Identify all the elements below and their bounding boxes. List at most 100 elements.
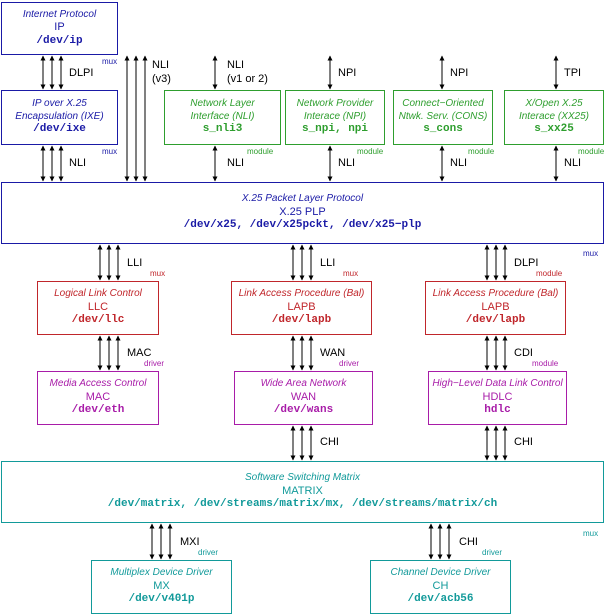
ch-name: CH — [432, 579, 449, 592]
nli-title-1: Network Layer — [190, 98, 255, 110]
npi-title-2: Interace (NPI) — [303, 110, 367, 122]
ixe-box: IP over X.25 Encapsulation (IXE) /dev/ix… — [1, 90, 118, 145]
tag-mux-x25: mux — [583, 249, 599, 258]
mac-title: Media Access Control — [49, 378, 147, 389]
label-nli-ixe: NLI — [69, 157, 87, 169]
label-chi-1: CHI — [320, 436, 339, 448]
hdlc-device: hdlc — [484, 404, 511, 417]
tag-mux-llc: mux — [150, 269, 166, 278]
lapb-box-1: Link Access Procedure (Bal) LAPB /dev/la… — [231, 281, 372, 335]
llc-box: Logical Link Control LLC /dev/llc — [37, 281, 159, 335]
nli-box: Network Layer Interface (NLI) s_nli3 — [164, 90, 281, 145]
mx-device: /dev/v401p — [128, 593, 195, 606]
lapb2-name: LAPB — [481, 300, 510, 313]
cons-device: s_cons — [423, 123, 463, 136]
mx-title: Multiplex Device Driver — [110, 567, 213, 578]
xx25-box: X/Open X.25 Interace (XX25) s_xx25 — [504, 90, 604, 145]
label-tpi-top: TPI — [564, 67, 582, 79]
mac-name: MAC — [85, 390, 111, 403]
llc-device: /dev/llc — [71, 314, 125, 327]
lapb2-device: /dev/lapb — [465, 314, 526, 327]
ch-device: /dev/acb56 — [407, 593, 474, 606]
wan-device: /dev/wans — [273, 404, 334, 417]
x25-name: X.25 PLP — [279, 205, 326, 218]
ip-device: /dev/ip — [36, 34, 83, 47]
lapb1-device: /dev/lapb — [271, 314, 332, 327]
label-dlpi-3: DLPI — [514, 257, 539, 269]
label-npi-top: NPI — [338, 67, 357, 79]
tag-driver-wan: driver — [339, 359, 360, 368]
cons-title-1: Connect−Oriented — [402, 98, 484, 110]
xx25-title-1: X/Open X.25 — [525, 98, 583, 110]
label-wan: WAN — [320, 347, 346, 359]
lapb2-title: Link Access Procedure (Bal) — [432, 288, 559, 299]
nli-title-2: Interface (NLI) — [190, 110, 255, 122]
label-dlpi-ip: DLPI — [69, 67, 94, 79]
label-nli-v12: NLI — [227, 59, 245, 71]
tag-module-hdlc: module — [532, 359, 559, 368]
tag-module-xx25: module — [578, 147, 605, 156]
npi-box: Network Provider Interace (NPI) s_npi, n… — [285, 90, 385, 145]
x25-plp-box: X.25 Packet Layer Protocol X.25 PLP /dev… — [1, 182, 604, 244]
label-nli-v3-note: (v3) — [152, 73, 171, 85]
llc-title: Logical Link Control — [54, 288, 142, 299]
ip-box: Internet Protocol IP /dev/ip — [1, 2, 118, 55]
llc-name: LLC — [87, 300, 109, 313]
tag-mux-ixe: mux — [102, 147, 118, 156]
tag-driver-mx: driver — [198, 548, 219, 557]
label-nli-b2: NLI — [338, 157, 356, 169]
tag-module-nli: module — [247, 147, 274, 156]
wan-box: Wide Area Network WAN /dev/wans — [234, 371, 373, 425]
ixe-device: /dev/ixe — [33, 123, 86, 136]
tag-module-lapb2: module — [536, 269, 563, 278]
label-chi-3: CHI — [459, 536, 478, 548]
ip-name: IP — [54, 21, 65, 33]
ip-title: Internet Protocol — [22, 8, 97, 20]
lapb1-title: Link Access Procedure (Bal) — [238, 288, 365, 299]
mac-box: Media Access Control MAC /dev/eth — [37, 371, 159, 425]
label-mxi: MXI — [180, 536, 200, 548]
hdlc-title: High−Level Data Link Control — [432, 378, 563, 389]
npi-title-1: Network Provider — [296, 98, 374, 110]
xx25-title-2: Interace (XX25) — [518, 110, 590, 122]
tag-driver-mac: driver — [144, 359, 165, 368]
nli-device: s_nli3 — [202, 123, 243, 136]
wan-name: WAN — [290, 390, 317, 403]
mx-box: Multiplex Device Driver MX /dev/v401p — [91, 560, 232, 614]
tag-mux-ip: mux — [102, 57, 118, 66]
matrix-title: Software Switching Matrix — [244, 472, 361, 483]
ixe-title-2: Encapsulation (IXE) — [15, 110, 104, 122]
hdlc-name: HDLC — [482, 390, 513, 403]
tag-driver-ch: driver — [482, 548, 503, 557]
x25-title: X.25 Packet Layer Protocol — [241, 193, 364, 204]
ch-box: Channel Device Driver CH /dev/acb56 — [370, 560, 511, 614]
label-nli-b4: NLI — [564, 157, 582, 169]
cons-box: Connect−Oriented Ntwk. Serv. (CONS) s_co… — [393, 90, 493, 145]
ixe-title-1: IP over X.25 — [32, 98, 87, 110]
label-nli-v3: NLI — [152, 59, 170, 71]
hdlc-box: High−Level Data Link Control HDLC hdlc — [428, 371, 567, 425]
ch-title: Channel Device Driver — [390, 567, 491, 578]
tag-mux-lapb1: mux — [343, 269, 359, 278]
label-cdi: CDI — [514, 347, 533, 359]
lapb-box-2: Link Access Procedure (Bal) LAPB /dev/la… — [425, 281, 566, 335]
tag-module-cons: module — [468, 147, 495, 156]
label-lli-1: LLI — [127, 257, 143, 269]
x25-device: /dev/x25, /dev/x25pckt, /dev/x25−plp — [183, 219, 422, 232]
cons-title-2: Ntwk. Serv. (CONS) — [398, 110, 488, 122]
matrix-device: /dev/matrix, /dev/streams/matrix/mx, /de… — [107, 498, 498, 511]
label-nli-b1: NLI — [227, 157, 245, 169]
tag-mux-matrix: mux — [583, 529, 599, 538]
label-chi-2: CHI — [514, 436, 533, 448]
label-lli-2: LLI — [320, 257, 336, 269]
label-npi-cons: NPI — [450, 67, 469, 79]
label-nli-b3: NLI — [450, 157, 468, 169]
xx25-device: s_xx25 — [534, 123, 574, 136]
label-nli-v12-note: (v1 or 2) — [227, 73, 268, 85]
label-mac: MAC — [127, 347, 152, 359]
tag-module-npi: module — [357, 147, 384, 156]
npi-device: s_npi, npi — [301, 123, 368, 136]
matrix-box: Software Switching Matrix MATRIX /dev/ma… — [1, 461, 604, 523]
